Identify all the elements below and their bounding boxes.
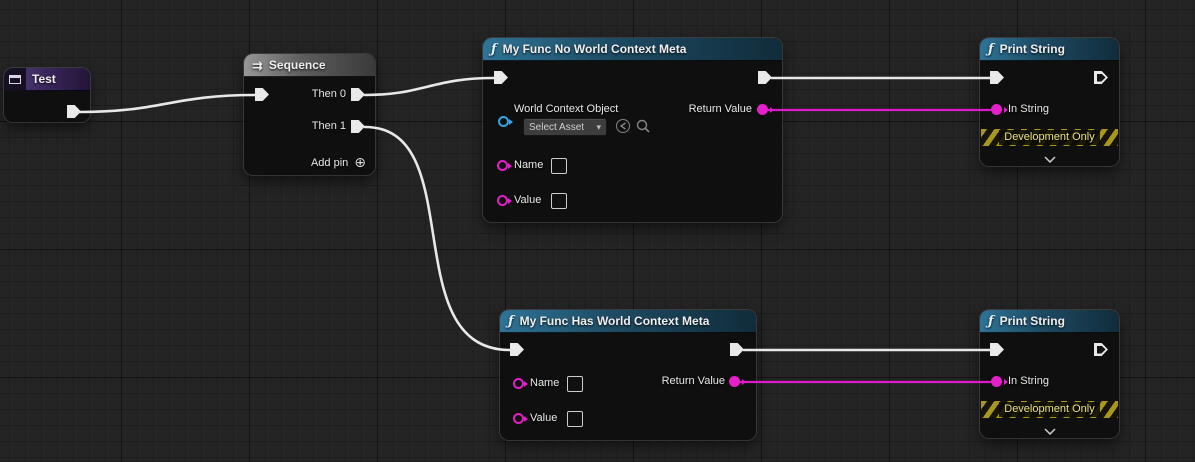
name-text-input[interactable] <box>551 158 567 174</box>
function-icon: ƒ <box>988 313 994 329</box>
pin-label-in-string: In String <box>1008 103 1049 115</box>
pin-label-world-context-object: World Context Object <box>514 103 619 115</box>
chevron-down-icon: ▾ <box>596 121 601 132</box>
pin-label-in-string: In String <box>1008 375 1049 387</box>
exec-input-pin[interactable] <box>255 88 269 101</box>
development-only-banner: Development Only <box>981 401 1118 418</box>
value-text-input[interactable] <box>567 411 583 427</box>
sequence-icon: ⇉ <box>252 57 263 73</box>
add-pin-button[interactable]: Add pin ⊕ <box>311 155 366 170</box>
node-title: Sequence <box>268 58 326 72</box>
node-func-header[interactable]: ƒ My Func No World Context Meta <box>483 38 782 61</box>
pin-label-name: Name <box>530 377 560 389</box>
exec-input-pin[interactable] <box>494 71 508 84</box>
node-print-header[interactable]: ƒ Print String <box>980 38 1119 61</box>
pin-label-return-value: Return Value <box>661 375 725 387</box>
node-test[interactable]: Test <box>4 68 90 122</box>
node-print-string-top[interactable]: ƒ Print String In String Development Onl… <box>980 38 1119 166</box>
pin-label-return-value: Return Value <box>688 103 752 115</box>
node-title: Test <box>32 72 56 86</box>
exec-input-pin[interactable] <box>990 71 1004 84</box>
string-pin-value[interactable] <box>513 413 524 424</box>
function-icon: ƒ <box>508 313 514 329</box>
node-test-header[interactable]: Test <box>4 68 90 91</box>
function-icon: ƒ <box>988 41 994 57</box>
node-title: Print String <box>999 314 1065 328</box>
exec-output-pin-then1[interactable] <box>351 120 365 133</box>
pin-label-name: Name <box>514 159 544 171</box>
string-pin-name[interactable] <box>513 378 524 389</box>
exec-wire-then0-to-funcnoworld <box>363 76 496 97</box>
browse-asset-magnifier-icon[interactable] <box>635 118 651 139</box>
development-only-banner: Development Only <box>981 129 1118 146</box>
add-pin-label: Add pin <box>310 156 349 169</box>
exec-output-pin[interactable] <box>1094 71 1108 84</box>
use-selected-asset-icon[interactable] <box>615 118 631 139</box>
collapse-chevron-icon[interactable] <box>1043 422 1056 440</box>
collapse-chevron-icon[interactable] <box>1043 150 1056 168</box>
exec-output-pin[interactable] <box>1094 343 1108 356</box>
development-only-label: Development Only <box>999 402 1100 417</box>
exec-input-pin[interactable] <box>990 343 1004 356</box>
string-pin-in-string[interactable] <box>991 104 1002 115</box>
string-pin-return-value[interactable] <box>729 376 740 387</box>
exec-output-pin[interactable] <box>730 343 744 356</box>
exec-input-pin[interactable] <box>510 343 524 356</box>
function-icon: ƒ <box>491 41 497 57</box>
select-asset-dropdown[interactable]: Select Asset ▾ <box>523 118 607 136</box>
string-pin-return-value[interactable] <box>757 104 768 115</box>
test-icon-chip <box>4 68 26 90</box>
exec-wire-test-to-sequence <box>78 93 257 114</box>
node-title: Print String <box>999 42 1065 56</box>
node-my-func-has-world-context-meta[interactable]: ƒ My Func Has World Context Meta Return … <box>500 310 756 440</box>
window-icon <box>9 74 21 84</box>
pin-label-value: Value <box>530 412 558 424</box>
node-func-header[interactable]: ƒ My Func Has World Context Meta <box>500 310 756 333</box>
exec-output-pin[interactable] <box>67 105 81 118</box>
node-sequence-header[interactable]: ⇉ Sequence <box>244 54 375 77</box>
object-pin-world-context[interactable] <box>498 116 509 127</box>
value-text-input[interactable] <box>551 193 567 209</box>
exec-output-pin-then0[interactable] <box>351 88 365 101</box>
pin-label-then0: Then 0 <box>311 88 346 100</box>
string-pin-in-string[interactable] <box>991 376 1002 387</box>
exec-output-pin[interactable] <box>758 71 772 84</box>
pin-label-value: Value <box>514 194 542 206</box>
node-title: My Func Has World Context Meta <box>519 314 710 328</box>
string-pin-value[interactable] <box>497 195 508 206</box>
select-asset-label: Select Asset <box>529 121 585 133</box>
node-sequence[interactable]: ⇉ Sequence Then 0 Then 1 Add pin ⊕ <box>244 54 375 175</box>
node-my-func-no-world-context-meta[interactable]: ƒ My Func No World Context Meta World Co… <box>483 38 782 222</box>
node-print-string-bottom[interactable]: ƒ Print String In String Development Onl… <box>980 310 1119 438</box>
string-pin-name[interactable] <box>497 160 508 171</box>
pin-label-then1: Then 1 <box>311 120 346 132</box>
node-title: My Func No World Context Meta <box>502 42 687 56</box>
name-text-input[interactable] <box>567 376 583 392</box>
node-print-header[interactable]: ƒ Print String <box>980 310 1119 333</box>
add-pin-plus-icon: ⊕ <box>354 154 366 170</box>
development-only-label: Development Only <box>999 130 1100 145</box>
